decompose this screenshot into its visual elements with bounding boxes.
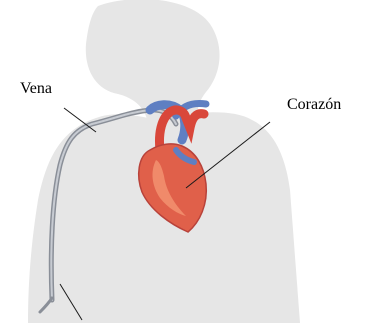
vein-label: Vena [20,80,52,98]
heart-label: Corazón [287,96,341,114]
